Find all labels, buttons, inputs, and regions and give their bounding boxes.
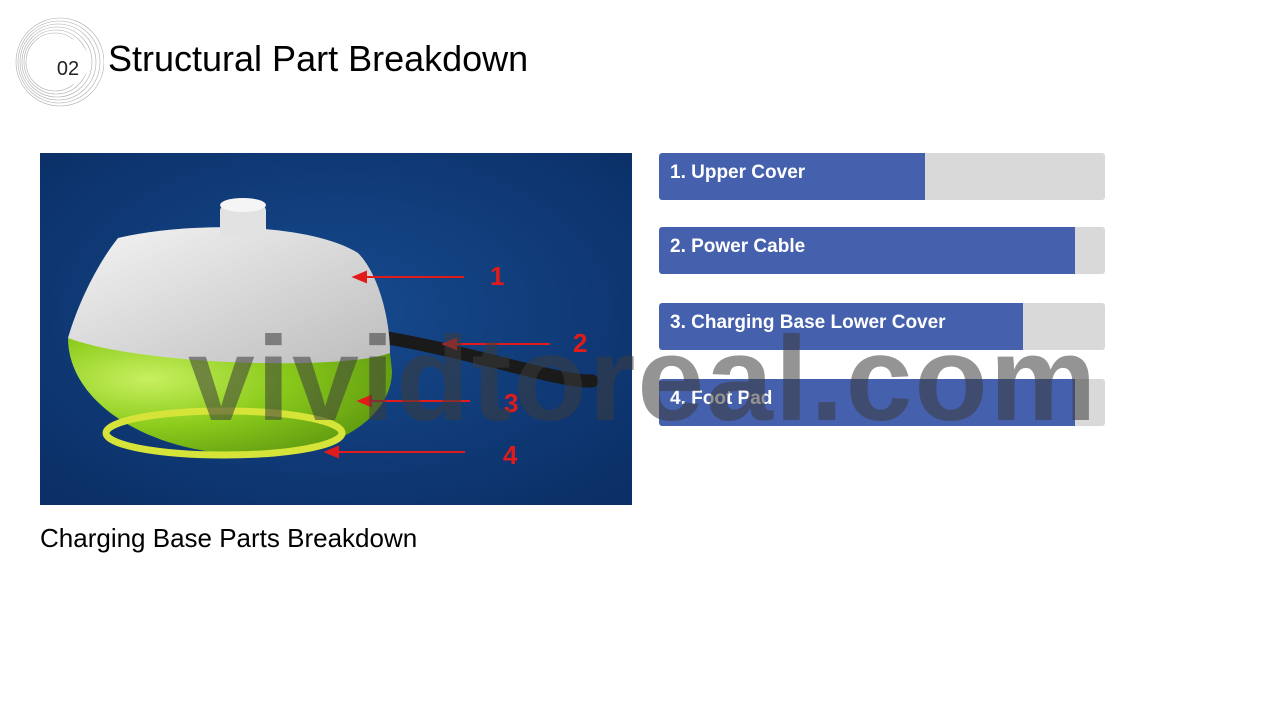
part-bar-lower-cover: 3. Charging Base Lower Cover	[659, 303, 1105, 350]
upper-cover	[68, 227, 390, 364]
section-number: 02	[56, 57, 80, 80]
part-bar-foot-pad: 4. Foot Pad	[659, 379, 1105, 426]
part-label-upper-cover: 1. Upper Cover	[670, 162, 806, 183]
callout-number-1: 1	[490, 261, 504, 291]
callout-number-2: 2	[573, 328, 587, 358]
part-bar-fill	[659, 227, 1075, 274]
callout-number-4: 4	[503, 440, 518, 470]
top-knob	[220, 205, 266, 237]
part-bar-fill	[659, 303, 1023, 350]
part-bar-power-cable: 2. Power Cable	[659, 227, 1105, 274]
part-label-foot-pad: 4. Foot Pad	[670, 388, 773, 409]
part-label-power-cable: 2. Power Cable	[670, 236, 806, 257]
lower-cover	[68, 338, 392, 455]
power-cable	[363, 328, 599, 388]
charging-base-image: 1 2 3 4	[40, 153, 632, 505]
section-badge-rings	[15, 17, 105, 107]
callout-number-3: 3	[504, 388, 518, 418]
part-bar-upper-cover: 1. Upper Cover	[659, 153, 1105, 200]
image-caption: Charging Base Parts Breakdown	[40, 523, 418, 553]
slide-title: Structural Part Breakdown	[108, 38, 529, 79]
part-label-lower-cover: 3. Charging Base Lower Cover	[670, 312, 946, 333]
foot-pad	[102, 407, 346, 459]
part-bar-fill	[659, 153, 925, 200]
section-badge: 02	[4, 8, 105, 108]
part-bar-fill	[659, 379, 1075, 426]
